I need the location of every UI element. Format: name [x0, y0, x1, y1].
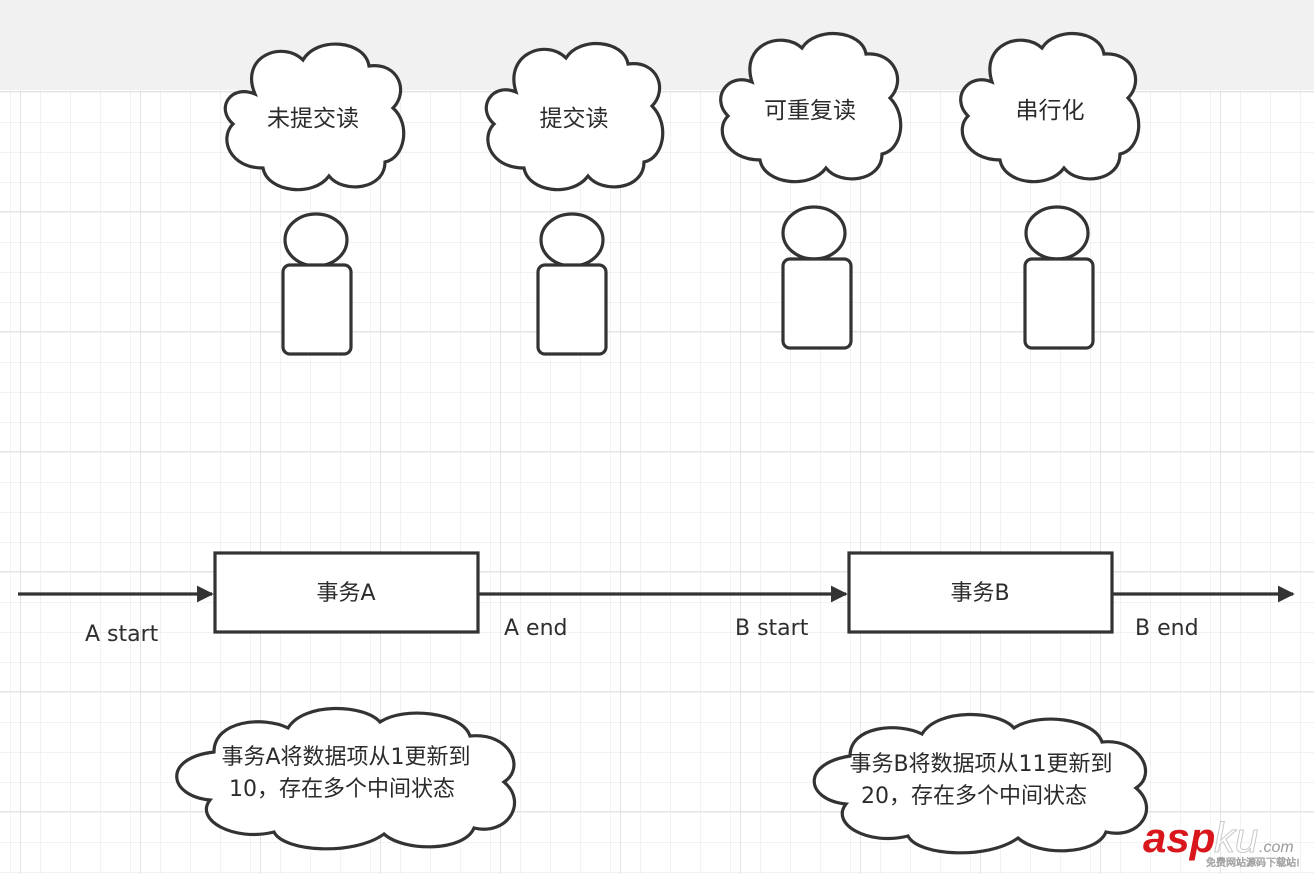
isolation-level-label: 可重复读 [764, 98, 856, 124]
a-start-label: A start [85, 622, 159, 647]
user-head-icon [539, 212, 605, 268]
user-figure [536, 212, 608, 356]
user-body-icon [281, 263, 353, 356]
cloud-shape [719, 32, 903, 184]
user-figure [1023, 205, 1095, 350]
isolation-level-cloud: 可重复读 [719, 32, 903, 184]
isolation-level-cloud: 未提交读 [223, 42, 406, 192]
note-line-1: 事务A将数据项从1更新到 [221, 745, 470, 770]
user-body-icon [1023, 257, 1095, 350]
isolation-level-label: 串行化 [1016, 98, 1085, 124]
cloud-shape [223, 42, 406, 192]
cloud-shape [484, 42, 665, 192]
watermark-logo: asp ku .com 免费网站源码下载站! [1143, 814, 1300, 870]
user-head-icon [1024, 205, 1090, 261]
watermark-brand-ku: ku [1214, 814, 1258, 861]
transaction-box-shape [847, 551, 1114, 634]
a-end-label: A end [504, 616, 568, 641]
isolation-level-cloud: 串行化 [959, 32, 1141, 184]
user-body-icon [536, 263, 608, 356]
isolation-level-label: 未提交读 [267, 106, 359, 132]
note-cloud-b: 事务B将数据项从11更新到 20，存在多个中间状态 [812, 712, 1149, 855]
b-end-label: B end [1135, 616, 1199, 641]
transaction-a-box: 事务A [213, 551, 480, 634]
watermark-suffix: .com [1259, 839, 1294, 856]
note-line-2: 10，存在多个中间状态 [229, 777, 455, 802]
cloud-shape [175, 706, 517, 851]
transaction-b-box: 事务B [847, 551, 1114, 634]
isolation-level-cloud: 提交读 [484, 42, 665, 192]
transaction-label: 事务B [950, 581, 1009, 606]
note-line-1: 事务B将数据项从11更新到 [849, 752, 1112, 777]
cloud-shape [959, 32, 1141, 184]
isolation-level-label: 提交读 [540, 106, 609, 132]
b-start-label: B start [735, 616, 809, 641]
watermark-brand-asp: asp [1143, 814, 1215, 861]
user-figure [281, 212, 353, 356]
user-head-icon [781, 205, 847, 261]
cloud-shape [812, 712, 1149, 855]
transaction-label: 事务A [316, 581, 375, 606]
note-line-2: 20，存在多个中间状态 [861, 784, 1087, 809]
user-head-icon [283, 212, 349, 268]
user-body-icon [781, 257, 853, 350]
user-figure [781, 205, 853, 350]
note-cloud-a: 事务A将数据项从1更新到 10，存在多个中间状态 [175, 706, 517, 851]
transaction-box-shape [213, 551, 480, 634]
watermark-tagline: 免费网站源码下载站! [1206, 856, 1300, 869]
